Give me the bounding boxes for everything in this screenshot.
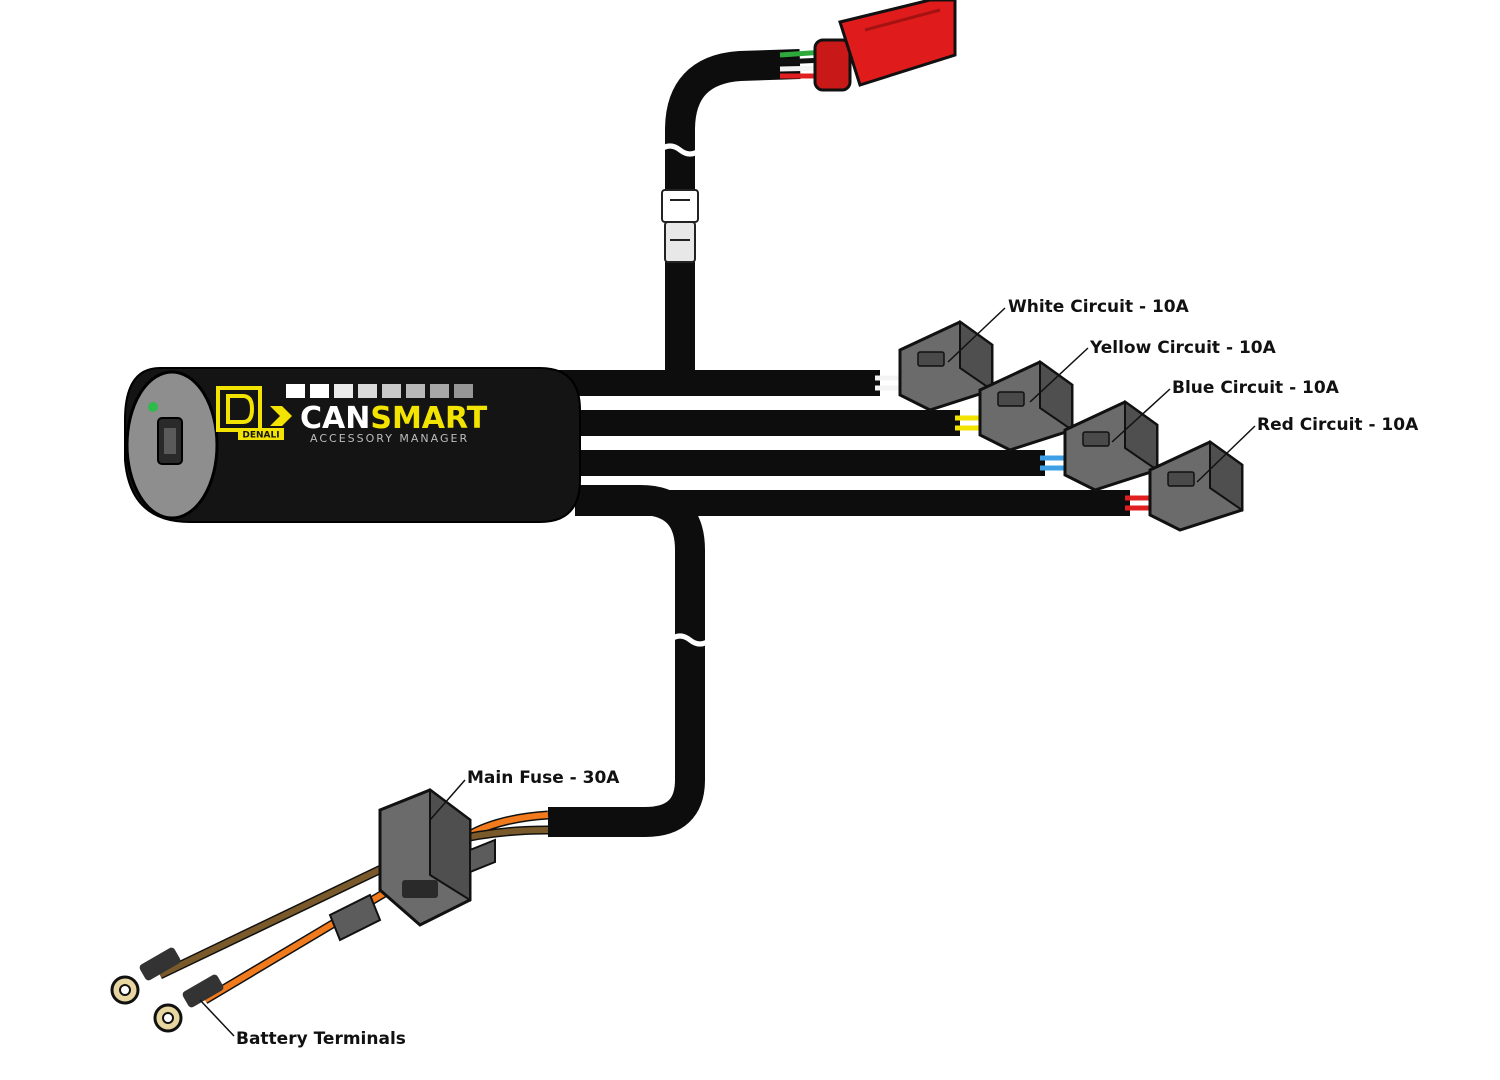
brand-smart: SMART (370, 401, 487, 436)
usb-port-icon (157, 417, 183, 465)
battery-terminal-negative (110, 947, 181, 1005)
power-lead (110, 485, 712, 1033)
denali-logo: DENALI (216, 386, 284, 441)
main-fuse-holder (328, 788, 496, 942)
can-bus-connector (813, 0, 957, 92)
label-red-circuit: Red Circuit - 10A (1257, 415, 1419, 435)
label-yellow-circuit: Yellow Circuit - 10A (1089, 338, 1277, 358)
connector-blue (1063, 400, 1159, 492)
status-led-icon (148, 402, 158, 412)
label-battery-terminals: Battery Terminals (236, 1029, 406, 1049)
label-main-fuse: Main Fuse - 30A (467, 768, 620, 788)
brand-wordmark: CANSMART (300, 401, 488, 436)
logo-text: DENALI (242, 431, 279, 441)
level-indicator-bar (286, 384, 473, 398)
brand-subtitle: ACCESSORY MANAGER (310, 432, 469, 445)
connector-white (898, 320, 994, 412)
label-white-circuit: White Circuit - 10A (1008, 297, 1190, 317)
brand-can: CAN (300, 401, 370, 436)
leader-lines (199, 307, 1256, 1037)
label-blue-circuit: Blue Circuit - 10A (1172, 378, 1340, 398)
battery-terminal-positive (153, 974, 224, 1033)
connector-red (1148, 440, 1244, 532)
chevron-right-icon (270, 406, 292, 426)
cansmart-device: DENALI CANSMART ACCESSORY MANAGER (124, 367, 581, 523)
inline-connector (661, 189, 699, 263)
can-bus-lead (658, 0, 957, 380)
